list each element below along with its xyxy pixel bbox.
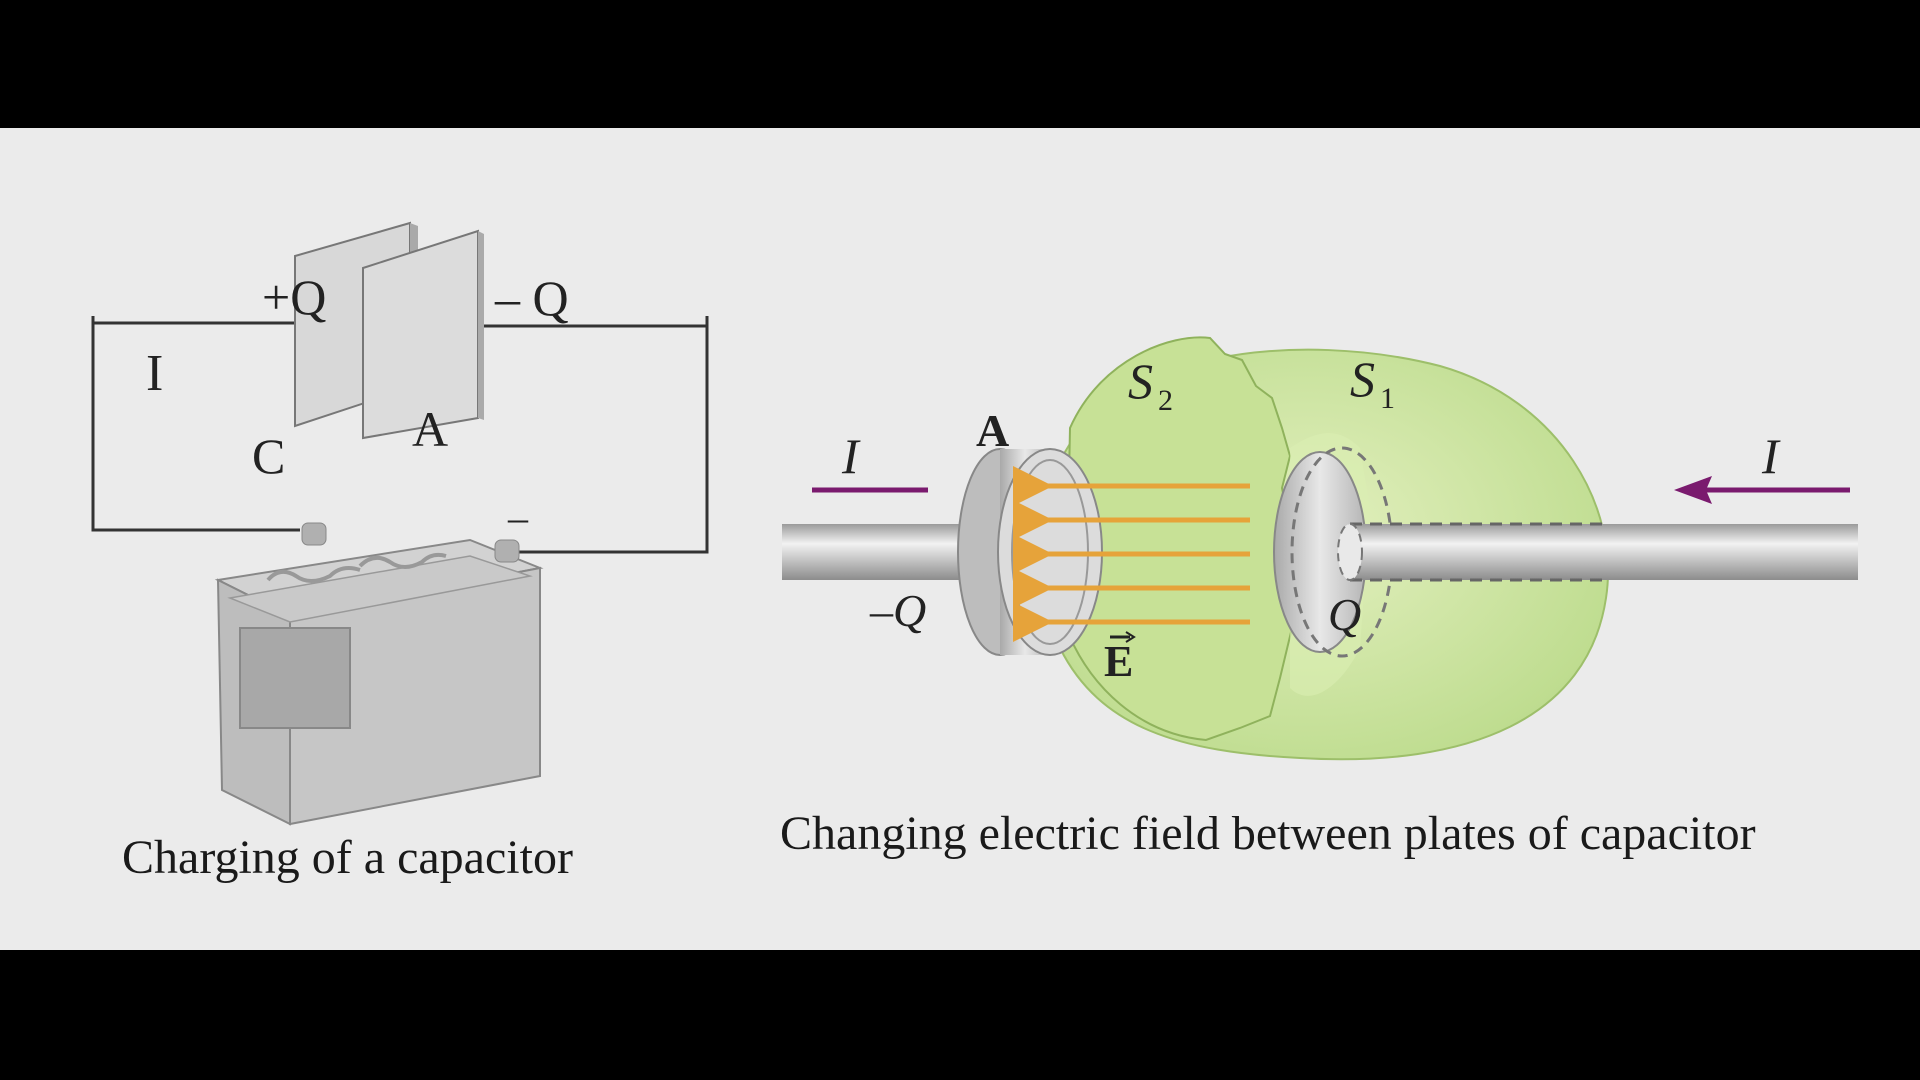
current-label-left: I — [841, 428, 861, 484]
current-label-right: I — [1761, 428, 1781, 484]
svg-text:1: 1 — [1380, 382, 1395, 415]
circuit-wire — [91, 321, 300, 532]
s2-label: S 2 — [1128, 353, 1173, 417]
q-label-right: Q — [1328, 589, 1361, 640]
arrow-left-icon — [1674, 476, 1712, 504]
capacitance-label: C — [252, 428, 285, 484]
diagram-frame: +Q – Q I C A – — [0, 128, 1920, 950]
right-wire — [1348, 524, 1858, 580]
battery-label-panel — [239, 627, 351, 729]
battery — [214, 522, 544, 826]
svg-text:S: S — [1128, 353, 1153, 409]
svg-text:E: E — [1104, 637, 1133, 686]
battery-terminal-negative — [494, 539, 520, 563]
left-wire — [782, 524, 962, 580]
area-label: A — [412, 401, 448, 457]
minus-q-label: – Q — [494, 270, 569, 326]
battery-minus-label: – — [507, 495, 529, 540]
s1-label: S 1 — [1350, 351, 1395, 415]
electric-field-lines — [1013, 466, 1250, 642]
right-caption: Changing electric field between plates o… — [780, 807, 1756, 860]
battery-terminal-positive — [301, 522, 327, 546]
current-label: I — [146, 345, 163, 402]
field-label: E — [1104, 631, 1136, 686]
physics-figure: +Q – Q I C A – — [91, 221, 1858, 826]
charging-circuit: +Q – Q I C A – — [91, 221, 709, 826]
plus-q-label: +Q — [262, 269, 326, 325]
circuit-wire-right — [433, 324, 709, 554]
area-label-right: A — [976, 405, 1009, 456]
svg-text:2: 2 — [1158, 384, 1173, 417]
svg-text:S: S — [1350, 351, 1375, 407]
displacement-current-figure: A S 2 S 1 I I –Q Q E — [782, 336, 1858, 761]
minus-q-label-right: –Q — [869, 585, 926, 636]
left-caption: Charging of a capacitor — [122, 831, 573, 884]
